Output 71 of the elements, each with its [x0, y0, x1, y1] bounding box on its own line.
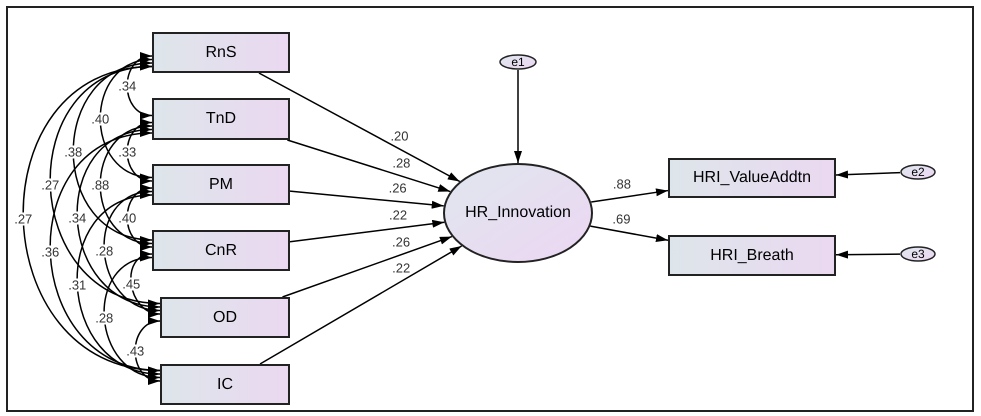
coefficient-label: .22 — [388, 208, 408, 222]
coefficient-label: .34 — [117, 79, 138, 92]
arrow — [287, 139, 450, 192]
variable-box — [152, 164, 290, 205]
variable-name: CnR — [204, 240, 237, 260]
coefficient-label: .40 — [90, 112, 110, 125]
arrow — [104, 189, 160, 313]
arrow — [126, 120, 152, 184]
arrow — [290, 190, 444, 209]
coefficient-label: .27 — [13, 212, 34, 225]
variable-box — [668, 235, 836, 276]
error-ellipse — [499, 54, 537, 70]
variable-name: e1 — [511, 56, 525, 68]
variable-name: HRI_Breath — [710, 246, 794, 266]
variable-name: OD — [213, 308, 237, 328]
arrow — [76, 127, 160, 310]
error-ellipse — [900, 246, 936, 262]
coefficient-label: .36 — [40, 245, 60, 258]
variable-box — [668, 158, 836, 198]
variable-name: e3 — [911, 248, 925, 260]
arrow — [590, 225, 668, 242]
arrow — [130, 252, 160, 316]
arrow — [100, 124, 152, 246]
coefficient-label: .34 — [67, 212, 88, 225]
variable-name: e2 — [911, 166, 925, 178]
arrow — [126, 186, 152, 250]
arrow — [104, 255, 160, 380]
variable-name: PM — [209, 174, 233, 194]
arrow — [126, 54, 152, 118]
arrow — [591, 188, 668, 203]
arrow — [260, 245, 462, 365]
coefficient-label: .69 — [611, 212, 632, 226]
latent-variable-ellipse — [443, 163, 593, 263]
variable-box — [160, 364, 290, 405]
coefficient-label: .27 — [40, 178, 60, 192]
arrow — [514, 70, 522, 163]
coefficient-label: .26 — [391, 235, 412, 248]
arrow — [290, 220, 444, 243]
variable-name: TnD — [206, 109, 236, 129]
variable-box — [152, 32, 290, 73]
arrow — [72, 60, 152, 242]
arrow — [836, 250, 900, 259]
variable-name: HRI_ValueAddtn — [693, 168, 811, 188]
arrow — [258, 72, 460, 182]
coefficient-label: .26 — [388, 182, 408, 195]
coefficient-label: .28 — [391, 156, 412, 170]
coefficient-label: .43 — [125, 344, 146, 358]
coefficient-label: .28 — [94, 311, 114, 324]
coefficient-label: .20 — [389, 129, 410, 142]
error-ellipse — [900, 164, 936, 180]
arrow — [282, 236, 452, 298]
coefficient-label: .31 — [67, 278, 88, 291]
arrow — [100, 57, 152, 180]
variable-box — [152, 230, 290, 271]
coefficient-label: .45 — [121, 278, 142, 290]
coefficient-label: .22 — [391, 262, 412, 275]
coefficient-label: .88 — [90, 178, 110, 192]
coefficient-label: .28 — [94, 244, 114, 258]
variable-name: RnS — [205, 42, 237, 62]
arrow — [50, 130, 160, 373]
variable-name: IC — [217, 374, 233, 394]
coefficient-label: .38 — [63, 145, 84, 158]
variable-box — [152, 98, 290, 140]
coefficient-label: .88 — [612, 178, 632, 191]
arrow — [134, 318, 160, 384]
coefficient-label: .33 — [117, 145, 138, 158]
variable-name: HR_Innovation — [465, 203, 571, 223]
coefficient-label: .40 — [117, 211, 138, 224]
variable-box — [160, 297, 290, 338]
arrow — [76, 192, 160, 376]
arrow — [836, 170, 900, 179]
